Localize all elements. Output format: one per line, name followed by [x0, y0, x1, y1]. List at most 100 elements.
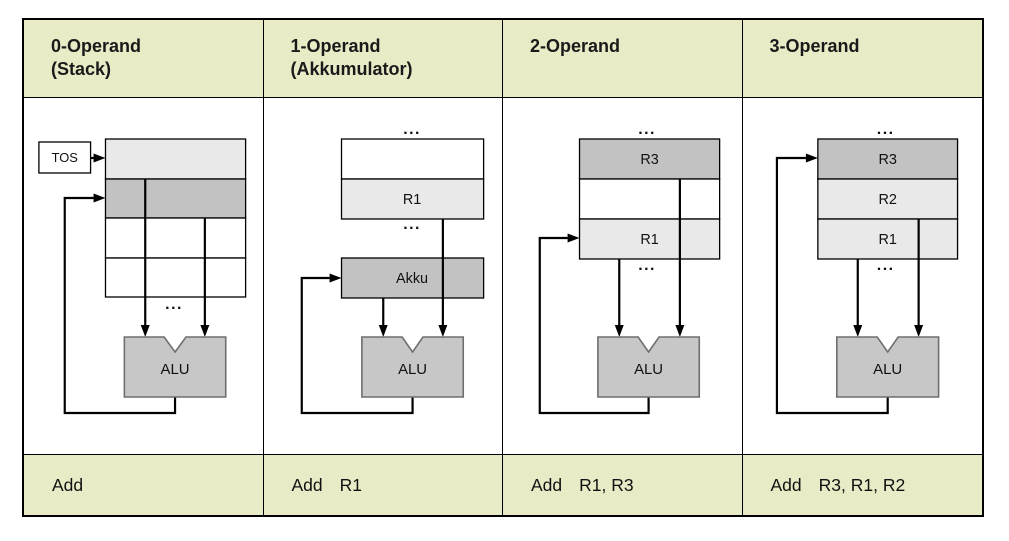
instruction-2-operand: Add R1, R3: [503, 454, 743, 515]
three-operand-architecture-diagram: ... R3 R2 R1 ... ALU: [775, 121, 958, 415]
stack-architecture-diagram: ... TOS ALU: [38, 138, 247, 415]
header-line2: (Akkumulator): [290, 59, 413, 79]
instruction-opcode: Add: [291, 474, 323, 495]
operand-wires: [378, 219, 447, 337]
register-file: R3 R2 R1: [816, 138, 958, 260]
alu-shape: [597, 336, 701, 398]
alu: ALU: [360, 336, 464, 398]
feedback-path: [538, 236, 650, 415]
operand2-arrowhead: [200, 325, 210, 337]
register-r3: [578, 138, 721, 180]
header-line1: 2-Operand: [530, 36, 621, 56]
header-line1: 1-Operand: [290, 36, 381, 56]
result-feedback-wire: [300, 273, 414, 415]
feedback-path: [775, 156, 889, 415]
stack-cell-fourth: [104, 257, 247, 298]
diagram-akkumulator: ... R1 ... Akku A: [263, 98, 503, 454]
header-line2: (Stack): [51, 59, 112, 79]
register-cell-empty: [578, 178, 721, 220]
alu-label: ALU: [161, 361, 190, 378]
register-r3-label: R3: [878, 152, 896, 168]
alu: ALU: [835, 336, 939, 398]
instruction-opcode: Add: [770, 474, 802, 495]
alu-label: ALU: [873, 361, 902, 378]
operand2-arrowhead: [437, 325, 447, 337]
instruction-operands: R3, R1, R2: [818, 474, 906, 495]
stack-cell-third: [104, 217, 247, 259]
result-feedback-wire: [63, 193, 177, 415]
feedback-path: [63, 196, 177, 415]
register-r1-label: R1: [878, 232, 896, 248]
feedback-arrowhead: [329, 273, 342, 283]
register-r1: [340, 178, 484, 220]
operand-wires: [614, 179, 685, 337]
feedback-arrowhead: [805, 153, 818, 163]
instruction-stack: Add: [24, 454, 264, 515]
header-0-operand: 0-Operand (Stack): [24, 20, 264, 98]
alu-label: ALU: [634, 361, 663, 378]
operand1-arrowhead: [614, 325, 624, 337]
register-cell-empty: [340, 138, 484, 180]
alu-shape: [360, 336, 464, 398]
operand1-arrowhead: [378, 325, 388, 337]
stack-cell-top: [104, 138, 247, 180]
operand2-arrowhead: [913, 325, 923, 337]
instruction-3-operand: Add R3, R1, R2: [742, 454, 982, 515]
tos-pointer: TOS: [38, 141, 106, 174]
two-operand-architecture-diagram: ... R3 R1 ... ALU: [538, 121, 721, 415]
register-r2-label: R2: [878, 192, 896, 208]
register-r3-label: R3: [640, 152, 658, 168]
ellipsis-bottom: ...: [638, 257, 656, 274]
akku-label: Akku: [396, 271, 428, 287]
register-r2: [816, 178, 958, 220]
register-file: R3 R1: [578, 138, 721, 260]
akkumulator-architecture-diagram: ... R1 ... Akku A: [300, 121, 484, 415]
operand2-arrowhead: [675, 325, 685, 337]
header-line1: 0-Operand: [51, 36, 142, 56]
operand1-arrowhead: [140, 325, 150, 337]
ellipsis-top: ...: [876, 121, 894, 138]
alu-label: ALU: [398, 361, 427, 378]
register-r1: [816, 218, 958, 260]
operand1-arrowhead: [852, 325, 862, 337]
ellipsis-mid: ...: [403, 216, 421, 233]
register-r1-label: R1: [402, 192, 420, 208]
instruction-operands: R1, R3: [579, 474, 634, 495]
stack-cell-second: [104, 178, 247, 219]
result-feedback-wire: [775, 153, 889, 415]
tos-box: [38, 141, 92, 174]
operand-wires: [852, 219, 923, 337]
header-2-operand: 2-Operand: [503, 20, 743, 98]
isa-comparison-table: 0-Operand (Stack) 1-Operand (Akkumulator…: [22, 18, 984, 517]
register-file: R1: [340, 138, 484, 220]
header-1-operand: 1-Operand (Akkumulator): [263, 20, 503, 98]
header-3-operand: 3-Operand: [742, 20, 982, 98]
diagram-2-operand: ... R3 R1 ... ALU: [503, 98, 743, 454]
instruction-opcode: Add: [531, 474, 563, 495]
result-feedback-wire: [538, 233, 650, 415]
instruction-operands: R1: [339, 474, 363, 495]
stack-register-file: [104, 138, 247, 298]
diagram-stack: ... TOS ALU: [24, 98, 264, 454]
tos-label: TOS: [52, 150, 79, 165]
register-r3: [816, 138, 958, 180]
akku-register: Akku: [340, 257, 484, 299]
alu-shape: [123, 336, 227, 398]
akku-box: [340, 257, 484, 299]
alu-shape: [835, 336, 939, 398]
ellipsis-bottom: ...: [876, 257, 894, 274]
ellipsis-top: ...: [403, 121, 421, 138]
ellipsis-top: ...: [638, 121, 656, 138]
diagram-3-operand: ... R3 R2 R1 ... ALU: [742, 98, 982, 454]
instruction-akkumulator: Add R1: [263, 454, 503, 515]
header-line1: 3-Operand: [769, 36, 860, 56]
instruction-opcode: Add: [52, 474, 84, 495]
feedback-arrowhead: [567, 233, 580, 243]
alu: ALU: [123, 336, 227, 398]
register-r1: [578, 218, 721, 260]
operand-wires: [140, 179, 210, 337]
alu: ALU: [597, 336, 701, 398]
feedback-arrowhead: [93, 193, 106, 203]
feedback-path: [300, 276, 414, 415]
register-r1-label: R1: [640, 232, 658, 248]
